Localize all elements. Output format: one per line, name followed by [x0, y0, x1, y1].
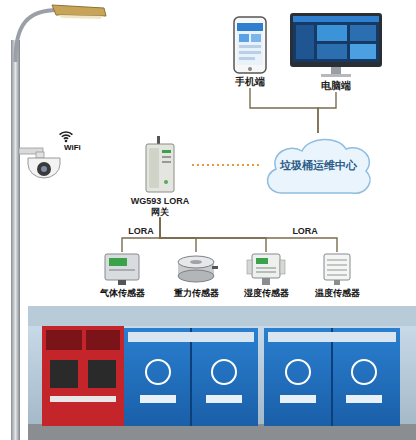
- humidity-sensor: 湿度传感器: [244, 252, 289, 299]
- gas-sensor: 气体传感器: [100, 252, 145, 299]
- computer-icon: [289, 12, 383, 78]
- gas-icon: [100, 252, 144, 286]
- street-lamp: [11, 5, 106, 440]
- computer-terminal: 电脑端: [289, 12, 383, 92]
- wifi-symbol: [60, 132, 73, 142]
- edge-label: LORA: [126, 227, 156, 237]
- temperature-sensor: 温度传感器: [315, 252, 360, 299]
- node-label: 重力传感器: [174, 288, 219, 299]
- phone-terminal: 手机端: [233, 16, 267, 88]
- wifi-label: WiFi: [62, 144, 83, 153]
- connector: [192, 164, 260, 166]
- edge-label: LORA: [290, 227, 320, 237]
- connector: [160, 218, 337, 252]
- humidity-icon: [244, 252, 288, 286]
- connector: [122, 218, 160, 252]
- gravity-sensor: 重力传感器: [174, 252, 219, 299]
- node-label: 手机端: [235, 76, 265, 88]
- connector: [160, 218, 196, 252]
- node-label: 电脑端: [321, 80, 351, 92]
- lora-gateway: WG593 LORA网关: [130, 136, 190, 218]
- node-label: 垃圾桶运维中心: [280, 159, 357, 172]
- phone-icon: [233, 16, 267, 74]
- temp-icon: [315, 252, 359, 286]
- camera: [19, 148, 60, 178]
- node-label: 温度传感器: [315, 288, 360, 299]
- bins-photo: [28, 306, 416, 440]
- gateway-icon: [143, 136, 177, 194]
- gravity-icon: [174, 252, 218, 286]
- node-label: 气体传感器: [100, 288, 145, 299]
- node-label: WG593 LORA网关: [130, 196, 190, 218]
- ops-center-cloud: 垃圾桶运维中心: [260, 133, 376, 199]
- connector: [318, 92, 336, 133]
- connector: [250, 88, 318, 133]
- node-label: 湿度传感器: [244, 288, 289, 299]
- connector: [160, 218, 266, 252]
